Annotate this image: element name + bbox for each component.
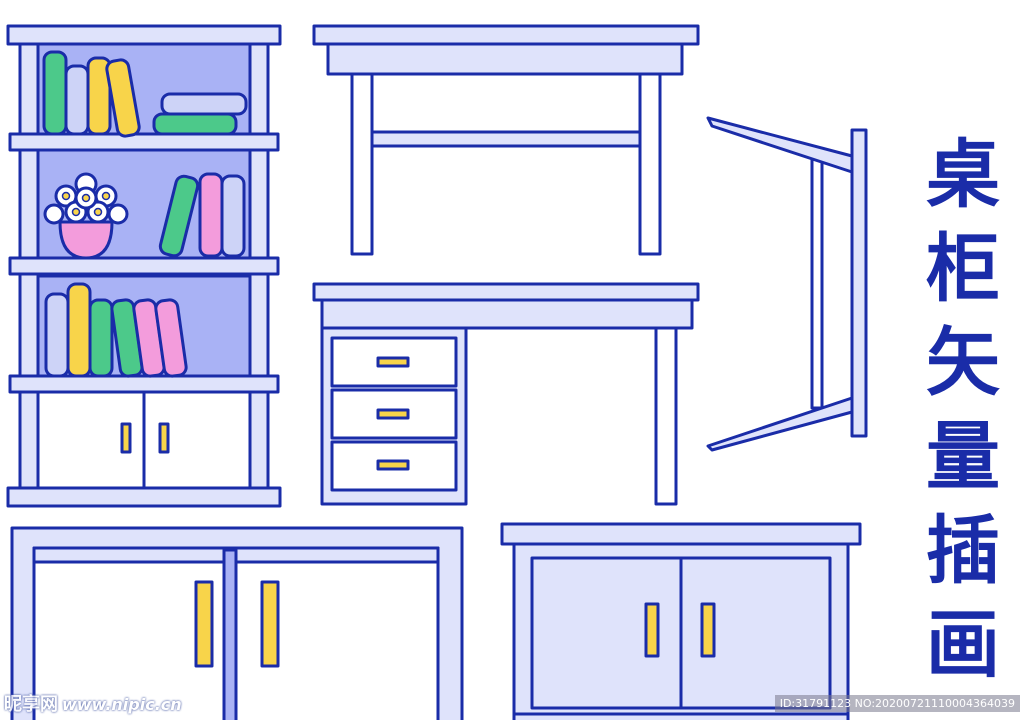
bookshelf-icon bbox=[6, 24, 282, 508]
title-char: 柜 bbox=[926, 226, 1000, 312]
cabinet-icon bbox=[500, 522, 862, 720]
desk-icon bbox=[312, 282, 700, 506]
watermark-id: ID:31791123 NO:20200721110004364039 bbox=[774, 695, 1020, 712]
title-char: 矢 bbox=[926, 320, 1000, 406]
low-cabinet-icon bbox=[10, 526, 464, 720]
folding-table-icon bbox=[706, 116, 868, 452]
title-char: 画 bbox=[926, 602, 1000, 688]
title-char: 桌 bbox=[926, 132, 1000, 218]
page-title: 桌 柜 矢 量 插 画 bbox=[918, 128, 1008, 692]
title-char: 插 bbox=[926, 508, 1000, 594]
watermark-brand-text: 昵享网 bbox=[4, 694, 58, 715]
table-icon bbox=[312, 24, 700, 256]
title-char: 量 bbox=[926, 414, 1000, 500]
watermark-site-text: www.nipic.cn bbox=[62, 695, 182, 714]
flower-vase-icon bbox=[43, 172, 129, 260]
